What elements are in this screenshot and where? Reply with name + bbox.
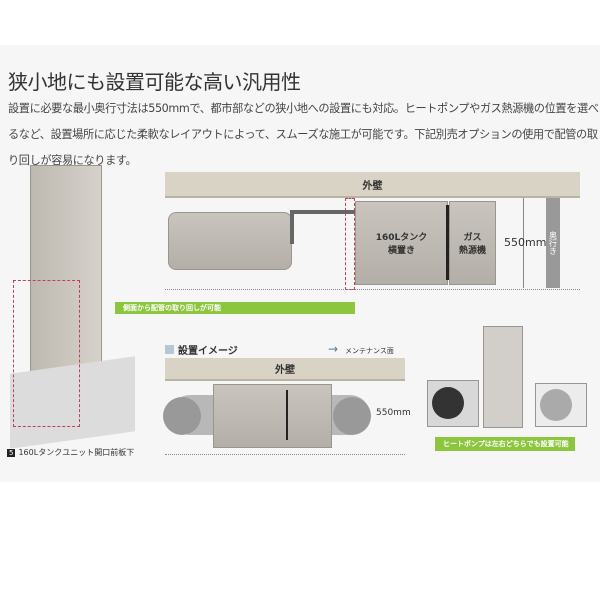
heat-pump-unit [168,212,292,270]
unit-top-view [213,384,332,448]
side-piping-callout: 側面から配管の取り回しが可能 [115,302,355,314]
legend-maintenance: メンテナンス面 [345,347,394,355]
outer-wall-bottom: 外壁 [165,358,405,381]
dimension-label: 550mm [504,236,547,249]
heat-pump-right [535,383,587,427]
pipe [290,210,356,244]
maintenance-area-left [163,397,201,435]
highlight-frame [13,280,80,427]
side-highlight [345,198,355,290]
tank-unit-front [483,326,523,428]
outer-wall: 外壁 [165,172,580,198]
tank-unit: 160Lタンク横置き [355,201,448,285]
tank-unit-photo [5,165,135,449]
heat-pump-left [427,380,479,427]
depth-arrow: 奥行き [546,198,560,288]
maintenance-area-right [333,397,371,435]
description: 設置に必要な最小奥行寸法は550mmで、都市部などの狭小地への設置にも対応。ヒー… [8,102,599,167]
arrow-icon: → [328,342,339,356]
page-title: 狭小地にも設置可能な高い汎用性 [8,70,301,94]
legend-swatch [165,345,174,354]
photo-caption: 5 160Lタンクユニット開口前板下 [7,448,135,457]
gas-heater: ガス熱源機 [449,201,496,285]
legend-install-image: 設置イメージ [178,346,238,357]
dimension-label-bottom: 550mm [376,408,411,418]
heat-pump-callout: ヒートポンプは左右どちらでも設置可能 [435,437,575,451]
